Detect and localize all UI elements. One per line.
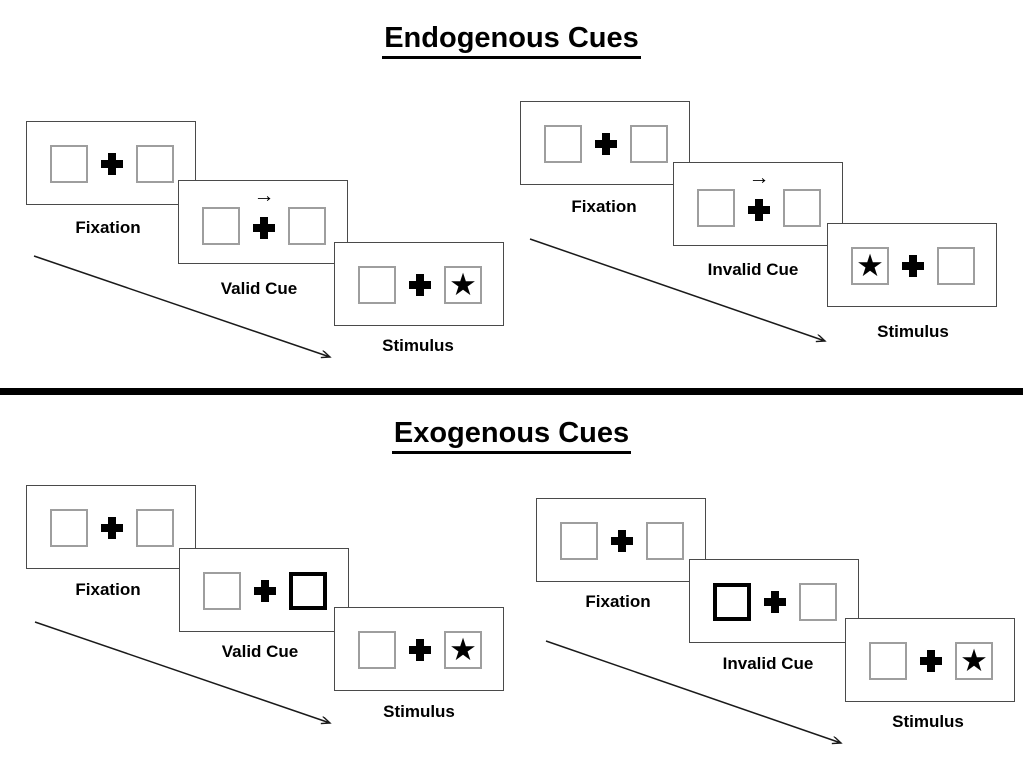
endogenous-title: Endogenous Cues <box>382 22 641 60</box>
endogenous-section-header: Endogenous Cues <box>0 22 1023 60</box>
panel-stimulus: ★ <box>334 607 504 691</box>
panel-valid-cue: → <box>178 180 348 264</box>
fixation-cross-icon <box>902 255 924 277</box>
panel-stimulus: ★ <box>334 242 504 326</box>
panel-label-fixation: Fixation <box>571 197 637 216</box>
fixation-cross-icon <box>920 650 942 672</box>
panel-label-valid-cue: Valid Cue <box>220 279 298 298</box>
panel-invalid-cue: → <box>673 162 843 246</box>
panel-fixation <box>536 498 706 582</box>
panel-fixation <box>520 101 690 185</box>
left-placeholder-box <box>50 145 88 183</box>
fixation-cross-icon <box>611 530 633 552</box>
left-placeholder-box <box>358 266 396 304</box>
fixation-cross-icon <box>101 517 123 539</box>
right-placeholder-box <box>630 125 668 163</box>
panel-valid-cue <box>179 548 349 632</box>
fixation-cross-icon <box>409 274 431 296</box>
panel-stimulus: ★ <box>845 618 1015 702</box>
timeline-arrow-endogenous-invalid <box>529 238 825 341</box>
star-icon: ★ <box>960 642 988 678</box>
timeline-arrow-exogenous-valid <box>34 621 330 723</box>
panel-label-stimulus: Stimulus <box>892 712 964 731</box>
panel-label-valid-cue: Valid Cue <box>221 642 299 661</box>
panel-label-invalid-cue: Invalid Cue <box>707 260 799 279</box>
right-placeholder-box <box>136 145 174 183</box>
left-placeholder-box <box>869 642 907 680</box>
panel-label-fixation: Fixation <box>75 218 141 237</box>
left-placeholder-box <box>560 522 598 560</box>
panel-stimulus: ★ <box>827 223 997 307</box>
panel-label-invalid-cue: Invalid Cue <box>722 654 814 673</box>
panel-label-stimulus: Stimulus <box>382 336 454 355</box>
panel-fixation <box>26 121 196 205</box>
panel-label-stimulus: Stimulus <box>383 702 455 721</box>
fixation-cross-icon <box>253 217 275 239</box>
exogenous-title: Exogenous Cues <box>391 417 632 455</box>
right-placeholder-box: ★ <box>444 631 482 669</box>
star-icon: ★ <box>449 631 477 667</box>
left-placeholder-box: ★ <box>851 247 889 285</box>
fixation-cross-icon <box>254 580 276 602</box>
left-placeholder-box <box>50 509 88 547</box>
right-placeholder-box <box>289 572 327 610</box>
right-placeholder-box <box>799 583 837 621</box>
cue-arrow-icon: → <box>748 166 770 189</box>
fixation-cross-icon <box>409 639 431 661</box>
fixation-cross-icon <box>101 153 123 175</box>
panel-fixation <box>26 485 196 569</box>
left-placeholder-box <box>544 125 582 163</box>
right-placeholder-box <box>783 189 821 227</box>
star-icon: ★ <box>449 266 477 302</box>
left-placeholder-box <box>202 207 240 245</box>
left-placeholder-box <box>713 583 751 621</box>
left-placeholder-box <box>203 572 241 610</box>
right-placeholder-box: ★ <box>955 642 993 680</box>
right-placeholder-box <box>136 509 174 547</box>
fixation-cross-icon <box>595 133 617 155</box>
panel-label-fixation: Fixation <box>75 580 141 599</box>
right-placeholder-box <box>937 247 975 285</box>
cue-arrow-icon: → <box>253 184 275 207</box>
right-placeholder-box: ★ <box>444 266 482 304</box>
fixation-cross-icon <box>748 199 770 221</box>
exogenous-section-header: Exogenous Cues <box>0 417 1023 455</box>
panel-label-fixation: Fixation <box>585 592 651 611</box>
star-icon: ★ <box>856 247 884 283</box>
right-placeholder-box <box>646 522 684 560</box>
section-divider <box>0 388 1023 395</box>
left-placeholder-box <box>697 189 735 227</box>
panel-invalid-cue <box>689 559 859 643</box>
fixation-cross-icon <box>764 591 786 613</box>
timeline-arrow-endogenous-valid <box>33 255 330 357</box>
left-placeholder-box <box>358 631 396 669</box>
panel-label-stimulus: Stimulus <box>877 322 949 341</box>
right-placeholder-box <box>288 207 326 245</box>
